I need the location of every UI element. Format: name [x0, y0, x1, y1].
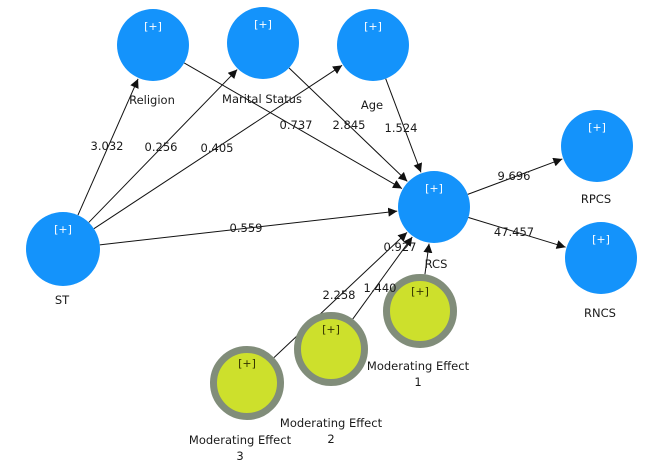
path-coefficient-rcs-rncs: 47.457: [494, 225, 534, 239]
moderator-circle[interactable]: [210, 346, 284, 420]
node-label: 1: [414, 375, 421, 389]
node-label: ST: [55, 293, 70, 307]
path-me2-to-rcs[interactable]: [352, 236, 413, 320]
path-religion-to-rcs[interactable]: [183, 62, 403, 189]
node-religion[interactable]: [+] Religion: [117, 9, 189, 107]
node-rncs[interactable]: [+] RNCS: [565, 222, 637, 320]
expand-icon[interactable]: [+]: [54, 223, 72, 236]
node-label: Age: [361, 98, 383, 112]
path-coefficient-rcs-rpcs: 9.696: [498, 169, 531, 183]
path-coefficient-religion-rcs: 0.737: [280, 118, 313, 132]
node-label: Moderating Effect: [189, 433, 292, 447]
path-rcs-to-rncs[interactable]: [468, 217, 566, 249]
node-label: RPCS: [581, 192, 611, 206]
construct-circle[interactable]: [26, 212, 100, 286]
path-coefficient-st-age: 0.405: [201, 141, 234, 155]
path-coefficient-st-rcs: 0.559: [230, 221, 263, 235]
moderator-circle[interactable]: [383, 274, 457, 348]
expand-icon[interactable]: [+]: [411, 285, 429, 298]
node-marital[interactable]: [+] Marital Status: [222, 7, 302, 106]
path-coefficient-st-marital: 0.256: [145, 140, 178, 154]
node-rcs[interactable]: [+] RCS: [398, 171, 470, 271]
construct-circle[interactable]: [227, 7, 299, 79]
path-coefficient-me2-rcs: 1.440: [364, 281, 397, 295]
node-label: Moderating Effect: [280, 416, 383, 430]
path-coefficient-st-religion: 3.032: [91, 139, 124, 153]
node-label: Religion: [129, 93, 175, 107]
expand-icon[interactable]: [+]: [364, 20, 382, 33]
construct-circle[interactable]: [398, 171, 470, 243]
expand-icon[interactable]: [+]: [144, 20, 162, 33]
node-label: RCS: [425, 257, 448, 271]
node-label: Marital Status: [222, 92, 302, 106]
node-age[interactable]: [+] Age: [337, 9, 409, 112]
node-me3[interactable]: [+] Moderating Effect 3: [189, 346, 292, 464]
path-marital-to-rcs[interactable]: [288, 67, 408, 182]
node-me1[interactable]: [+] Moderating Effect 1: [367, 274, 470, 390]
node-me2[interactable]: [+] Moderating Effect 2: [280, 312, 383, 447]
node-label: RNCS: [584, 306, 616, 320]
moderator-circle[interactable]: [294, 312, 368, 386]
path-st-to-age[interactable]: [93, 64, 343, 230]
node-label: Moderating Effect: [367, 359, 470, 373]
expand-icon[interactable]: [+]: [322, 323, 340, 336]
node-label: 2: [327, 432, 334, 446]
node-rpcs[interactable]: [+] RPCS: [561, 110, 633, 206]
path-coefficient-age-rcs: 1.524: [385, 121, 418, 135]
path-st-to-rcs[interactable]: [99, 207, 398, 246]
construct-circle[interactable]: [565, 222, 637, 294]
path-coefficient-marital-rcs: 2.845: [333, 118, 366, 132]
node-st[interactable]: [+] ST: [26, 212, 100, 307]
construct-circle[interactable]: [337, 9, 409, 81]
path-coefficient-me3-rcs: 2.258: [323, 288, 356, 302]
construct-circle[interactable]: [561, 110, 633, 182]
node-label: 3: [236, 449, 243, 463]
expand-icon[interactable]: [+]: [425, 182, 443, 195]
expand-icon[interactable]: [+]: [588, 121, 606, 134]
path-st-to-marital[interactable]: [88, 69, 238, 223]
expand-icon[interactable]: [+]: [254, 18, 272, 31]
path-rcs-to-rpcs[interactable]: [467, 157, 563, 195]
path-coefficient-me1-rcs: 0.927: [384, 240, 417, 254]
construct-circle[interactable]: [117, 9, 189, 81]
expand-icon[interactable]: [+]: [592, 233, 610, 246]
expand-icon[interactable]: [+]: [238, 357, 256, 370]
path-me1-to-rcs[interactable]: [423, 243, 433, 275]
path-st-to-religion[interactable]: [77, 78, 139, 216]
path-age-to-rcs[interactable]: [385, 78, 423, 173]
